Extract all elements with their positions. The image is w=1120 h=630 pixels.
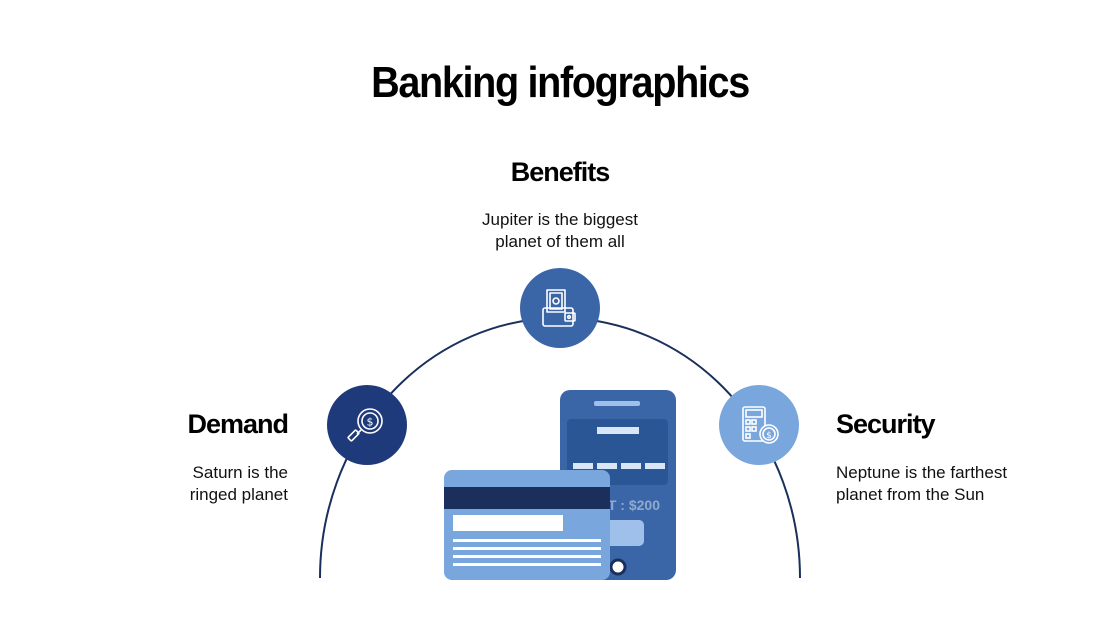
security-description: Neptune is the farthest planet from the … — [836, 462, 1007, 506]
credit-card — [444, 470, 610, 580]
benefits-description: Jupiter is the biggest planet of them al… — [0, 209, 1120, 253]
svg-text:$: $ — [766, 431, 772, 441]
demand-description-line1: Saturn is the — [192, 463, 288, 482]
demand-heading: Demand — [187, 409, 289, 439]
page-title: Banking infographics — [371, 58, 750, 107]
demand-description: Saturn is the ringed planet — [190, 462, 288, 506]
benefits-description-line1: Jupiter is the biggest — [482, 210, 638, 229]
benefits-description-line2: planet of them all — [495, 232, 625, 251]
calculator-coin-icon: $ — [742, 406, 779, 444]
wallet-money-icon — [542, 289, 576, 327]
security-description-line1: Neptune is the farthest — [836, 463, 1008, 482]
magnifier-coin-icon: $ — [347, 408, 383, 442]
benefits-badge — [520, 268, 600, 348]
svg-text:$: $ — [367, 416, 374, 429]
phone-amount-text: NT : $200 — [598, 497, 660, 513]
security-badge: $ — [719, 385, 799, 465]
benefits-heading: Benefits — [510, 157, 611, 187]
demand-description-line2: ringed planet — [189, 485, 288, 504]
security-description-line2: planet from the Sun — [836, 485, 985, 504]
demand-badge: $ — [327, 385, 407, 465]
security-heading: Security — [836, 409, 936, 439]
